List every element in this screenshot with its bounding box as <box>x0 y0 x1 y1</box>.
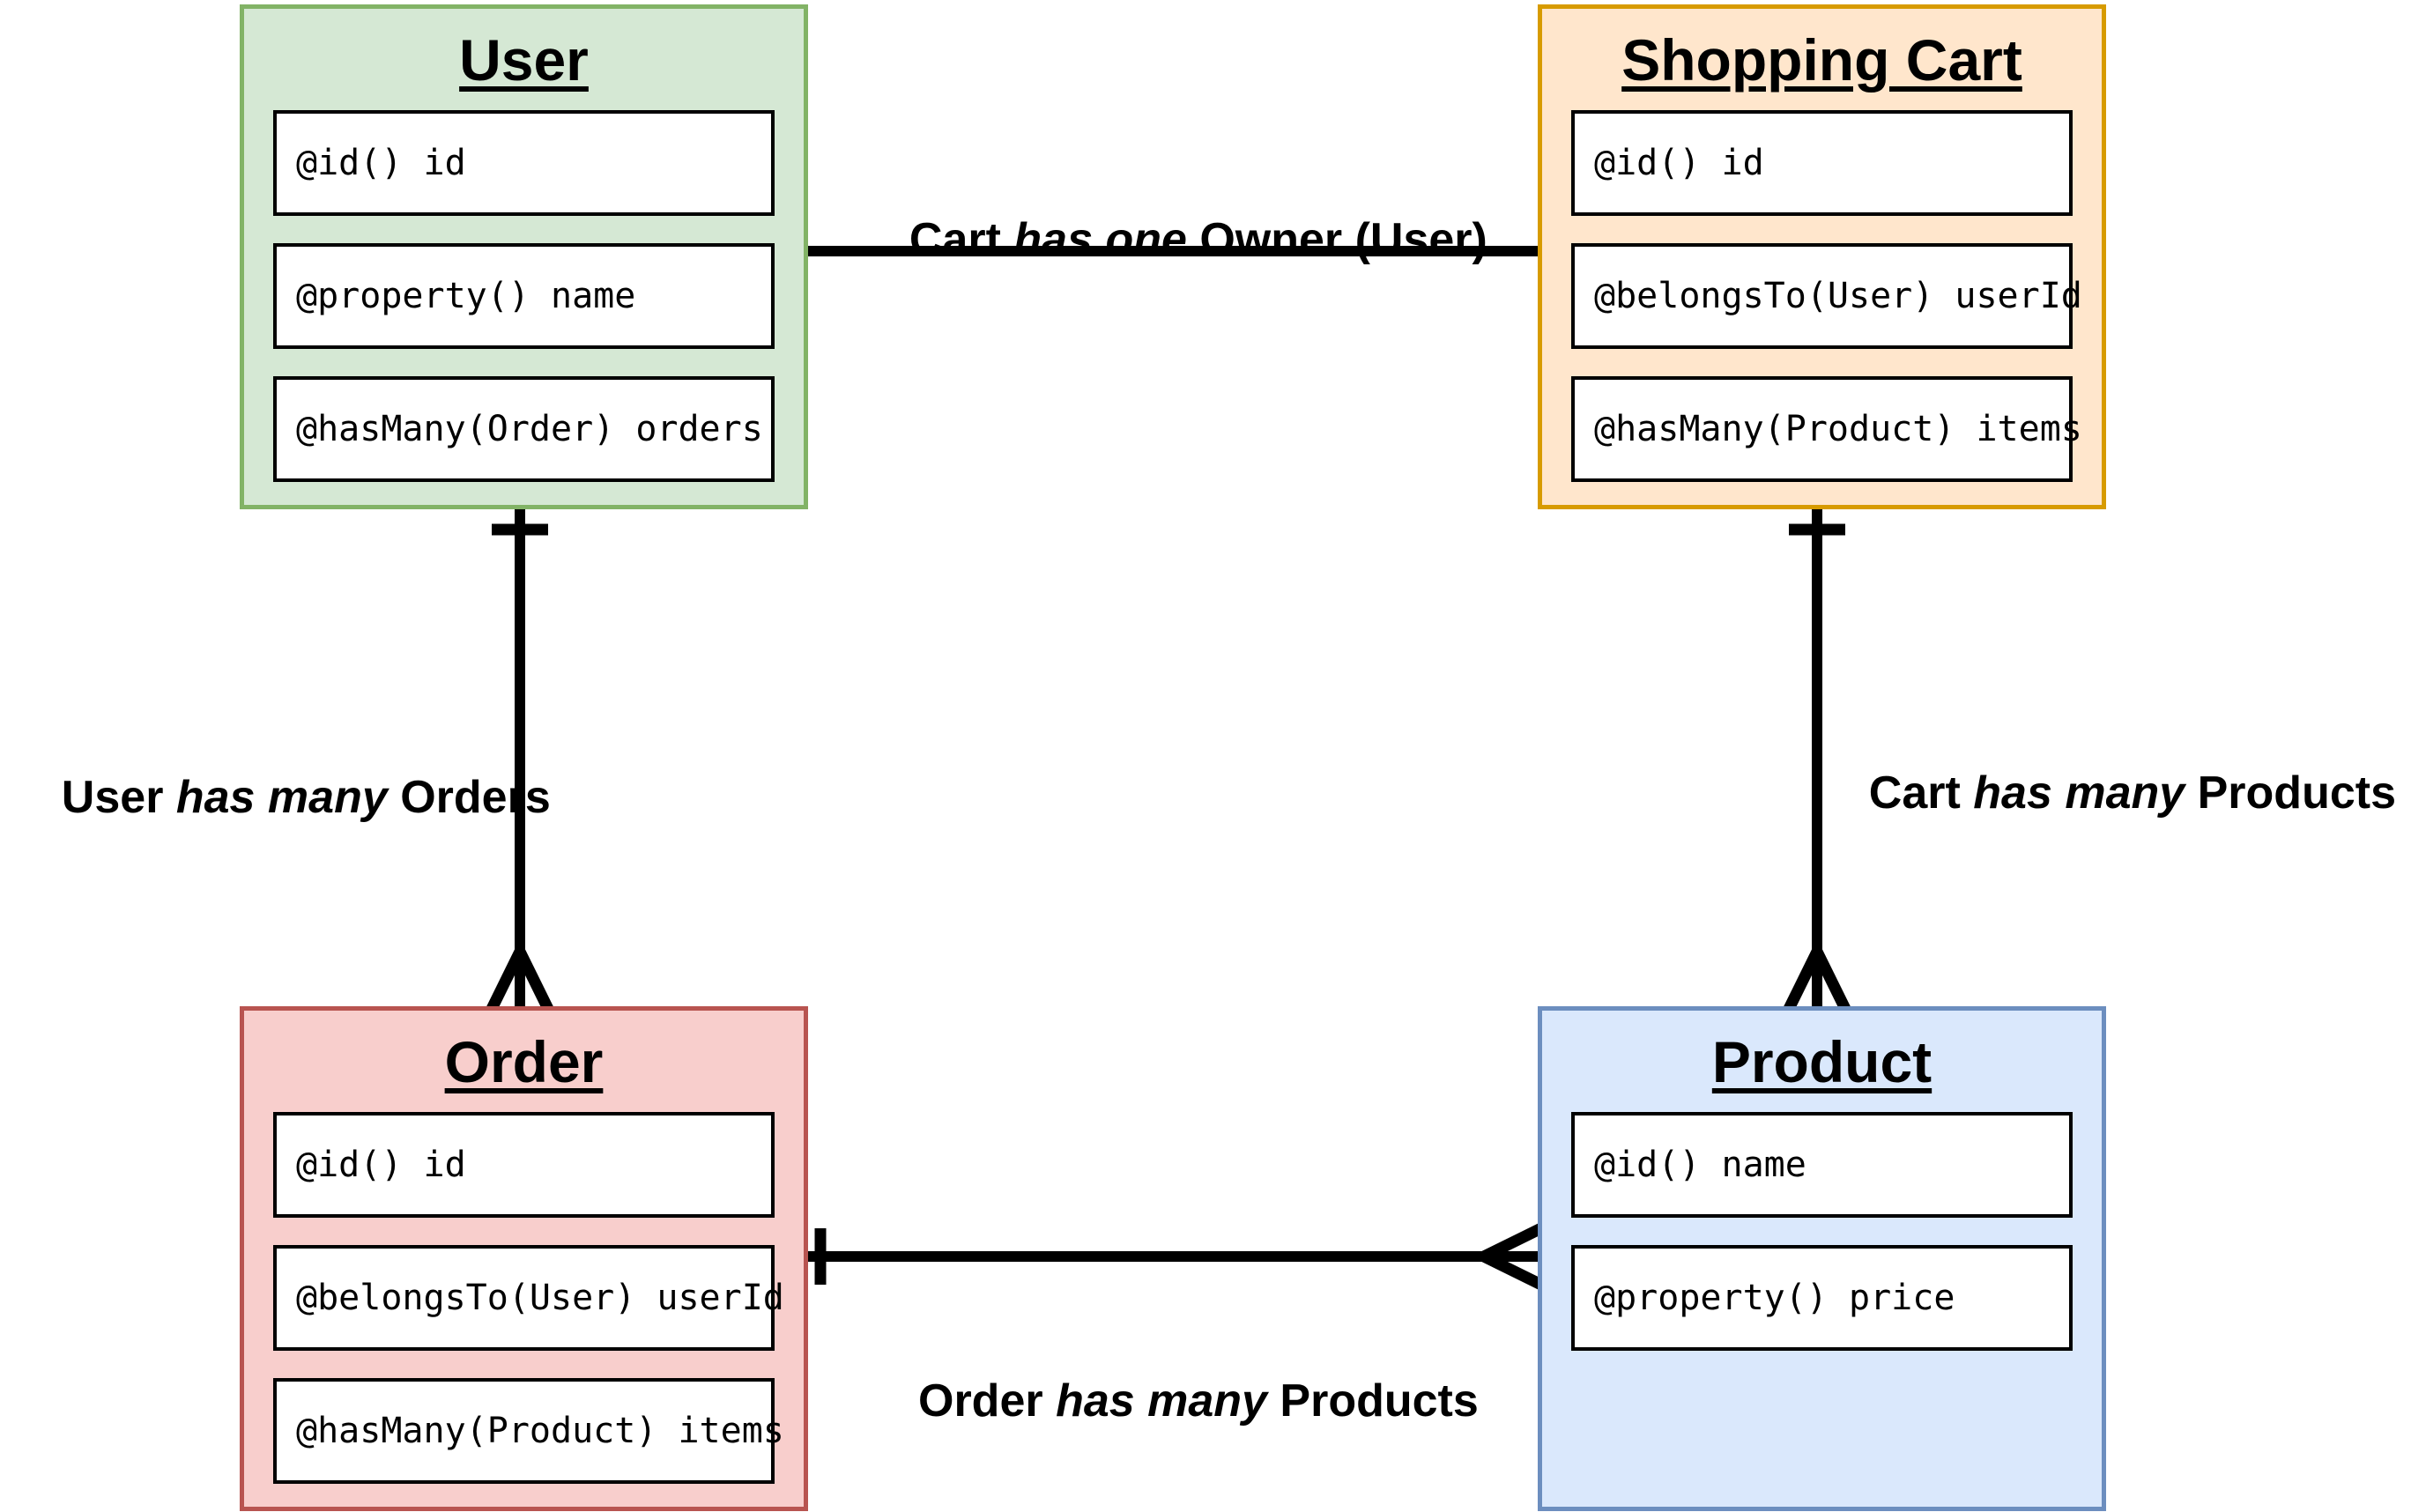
entity-order-field-id: @id() id <box>273 1112 775 1218</box>
label-verb: has many <box>1056 1375 1267 1427</box>
entity-shopping-cart: Shopping Cart @id() id @belongsTo(User) … <box>1538 4 2106 509</box>
entity-product-field-name: @id() name <box>1571 1112 2073 1218</box>
relationship-label-cart-has-one-owner: Cart has one Owner (User) <box>820 160 1525 319</box>
entity-order-title: Order <box>444 1028 604 1094</box>
crow-foot-many-marker-product-top <box>1783 949 1851 1013</box>
crow-foot-many-marker-product-left <box>1481 1222 1546 1291</box>
label-prefix: User <box>61 772 176 823</box>
entity-product-field-price: @property() price <box>1571 1245 2073 1351</box>
crow-foot-many-marker-order <box>486 949 554 1013</box>
entity-shopping-cart-field-userid: @belongsTo(User) userId <box>1571 243 2082 349</box>
label-verb: has one <box>1013 214 1187 265</box>
entity-shopping-cart-field-items: @hasMany(Product) items <box>1571 376 2082 482</box>
entity-user-field-orders: @hasMany(Order) orders <box>273 376 775 482</box>
label-suffix: Owner (User) <box>1186 214 1487 265</box>
entity-user-field-name: @property() name <box>273 243 775 349</box>
entity-shopping-cart-field-id: @id() id <box>1571 110 2073 216</box>
connector-user-orders <box>486 509 554 1013</box>
entity-order: Order @id() id @belongsTo(User) userId @… <box>240 1006 808 1511</box>
connector-cart-products <box>1783 509 1851 1013</box>
entity-user-field-id: @id() id <box>273 110 775 216</box>
entity-user: User @id() id @property() name @hasMany(… <box>240 4 808 509</box>
entity-product-title: Product <box>1711 1028 1933 1094</box>
relationship-label-user-has-many-orders: User has many Orders <box>11 718 557 877</box>
label-prefix: Cart <box>909 214 1014 265</box>
relationship-label-order-has-many-products: Order has many Products <box>820 1322 1525 1480</box>
entity-order-field-userid: @belongsTo(User) userId <box>273 1245 784 1351</box>
label-verb: has many <box>175 772 388 823</box>
label-suffix: Products <box>2185 767 2396 819</box>
label-prefix: Order <box>918 1375 1057 1427</box>
entity-product: Product @id() name @property() price <box>1538 1006 2106 1511</box>
relationship-label-cart-has-many-products: Cart has many Products <box>1818 714 2396 872</box>
entity-user-title: User <box>459 26 589 93</box>
entity-shopping-cart-title: Shopping Cart <box>1621 26 2022 93</box>
connector-order-products <box>808 1222 1546 1291</box>
label-suffix: Products <box>1266 1375 1479 1427</box>
label-suffix: Orders <box>387 772 551 823</box>
label-verb: has many <box>1973 767 2185 819</box>
label-prefix: Cart <box>1868 767 1974 819</box>
entity-order-field-items: @hasMany(Product) items <box>273 1378 784 1484</box>
